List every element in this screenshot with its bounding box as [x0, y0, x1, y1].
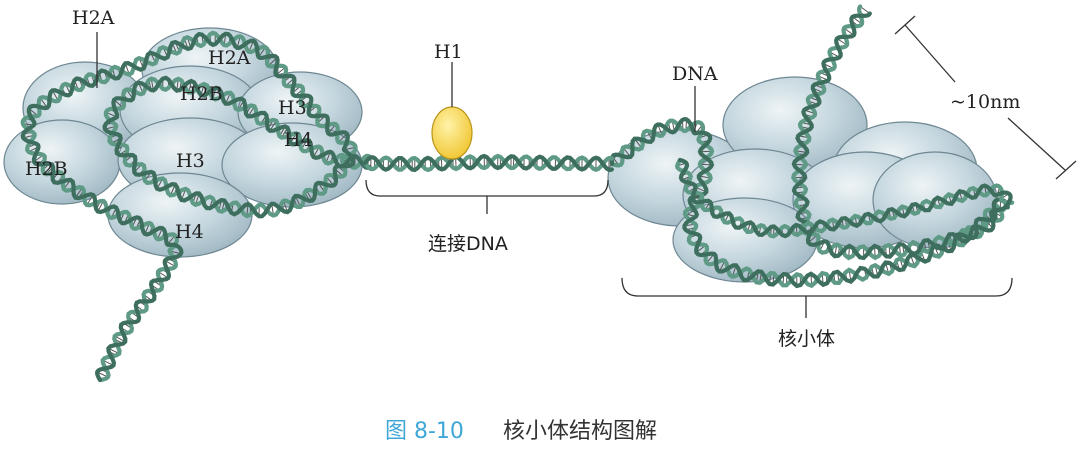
caption-figure-number: 图 8-10 — [385, 419, 464, 444]
caption-title: 核小体结构图解 — [503, 419, 657, 444]
scale-cap-top — [895, 16, 915, 34]
scale-bar-top — [905, 25, 955, 82]
label-h2a-inner: H2A — [208, 47, 251, 69]
label-h2b-top: H2B — [180, 83, 223, 105]
label-h2b-left: H2B — [25, 158, 68, 180]
label-linker-dna: 连接DNA — [428, 233, 508, 255]
scale-bar-bottom — [1008, 118, 1065, 170]
h1-histone — [432, 107, 472, 159]
label-dna: DNA — [672, 63, 718, 85]
label-h3-center: H3 — [176, 150, 205, 172]
figure-caption: 图 8-10 核小体结构图解 — [385, 419, 657, 444]
label-h1: H1 — [434, 41, 463, 63]
dna-strands — [365, 156, 612, 170]
label-h4-right: H4 — [284, 129, 313, 151]
label-h3-right: H3 — [278, 97, 307, 119]
label-h4-bottom: H4 — [175, 221, 204, 243]
label-size: ~10nm — [950, 91, 1020, 113]
label-h2a-outer: H2A — [72, 7, 115, 29]
linker-bracket — [366, 180, 608, 196]
linker-dna-helix — [365, 156, 612, 170]
right-nucleosome — [608, 7, 1012, 286]
left-nucleosome — [4, 28, 370, 380]
label-nucleosome: 核小体 — [778, 328, 835, 350]
